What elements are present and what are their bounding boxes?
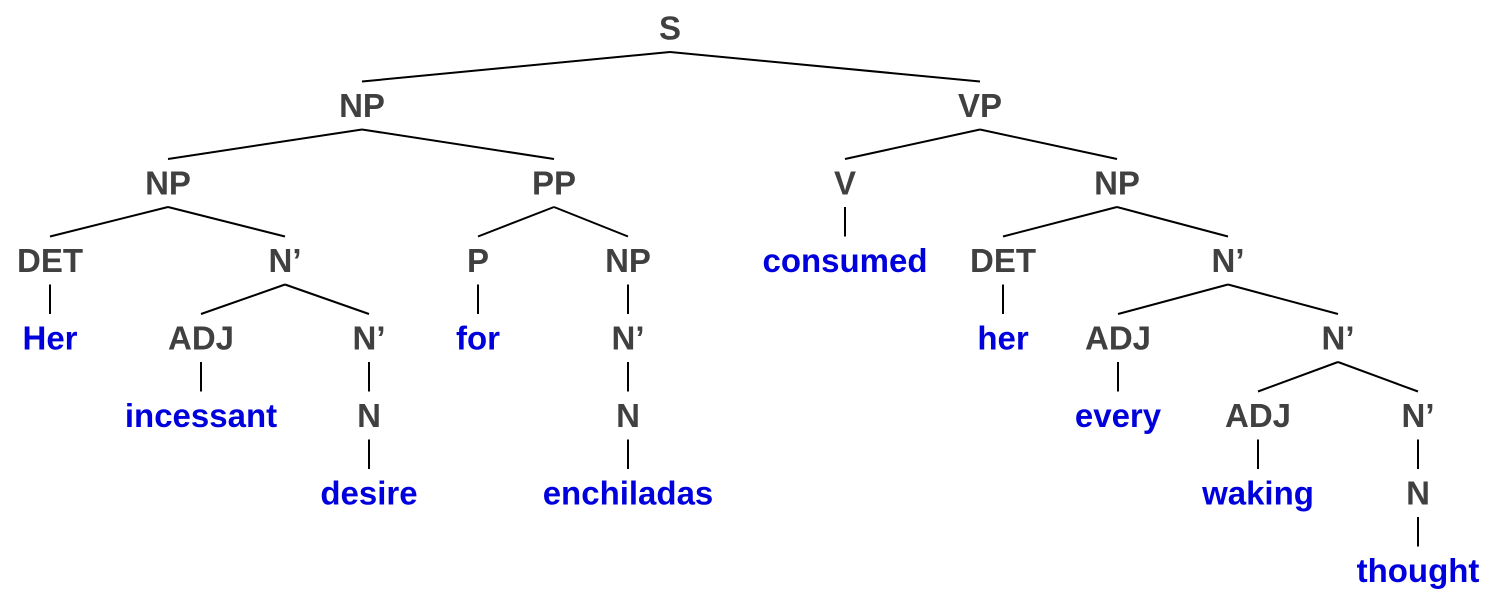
tree-edge (284, 283, 370, 315)
word-node: thought (1357, 552, 1480, 589)
category-node: N (1406, 475, 1430, 512)
word-node: desire (320, 475, 417, 512)
category-node: NP (1094, 165, 1140, 202)
category-node: N’ (612, 320, 645, 357)
tree-edge (1227, 283, 1339, 315)
tree-edge (200, 283, 286, 315)
tree-edge (669, 51, 981, 83)
category-node: N’ (269, 242, 302, 279)
tree-edge (361, 51, 671, 83)
tree-edge (49, 206, 169, 238)
category-node: PP (532, 165, 576, 202)
category-node: ADJ (168, 320, 234, 357)
word-node: waking (1201, 475, 1314, 512)
category-node: NP (605, 242, 651, 279)
word-node: enchiladas (543, 475, 714, 512)
tree-edge (167, 206, 286, 238)
category-node: ADJ (1225, 397, 1291, 434)
category-node: N’ (1212, 242, 1245, 279)
category-node: N’ (1322, 320, 1355, 357)
category-node: P (467, 242, 489, 279)
word-node: every (1075, 397, 1162, 434)
word-node: for (456, 320, 500, 357)
tree-edge (553, 206, 629, 238)
tree-edge (167, 128, 363, 160)
tree-edge (1257, 361, 1339, 393)
category-node: DET (970, 242, 1036, 279)
category-node: N’ (1402, 397, 1435, 434)
category-node: N (357, 397, 381, 434)
tree-edges (49, 51, 1419, 547)
category-node: DET (17, 242, 83, 279)
word-node: Her (22, 320, 77, 357)
category-node: V (834, 165, 856, 202)
category-node: NP (145, 165, 191, 202)
tree-edge (361, 128, 555, 160)
word-node: incessant (125, 397, 277, 434)
category-node: N (616, 397, 640, 434)
tree-edge (1337, 361, 1419, 393)
tree-edge (1116, 206, 1229, 238)
word-node: her (977, 320, 1029, 357)
tree-edge (1002, 206, 1118, 238)
category-node: ADJ (1085, 320, 1151, 357)
tree-labels: SNPNPDETHerN’ADJincessantN’NdesirePPPfor… (17, 10, 1479, 590)
category-node: VP (958, 87, 1002, 124)
tree-edge (979, 128, 1118, 160)
category-node: N’ (353, 320, 386, 357)
tree-edge (844, 128, 981, 160)
tree-edge (477, 206, 555, 238)
category-node: NP (339, 87, 385, 124)
category-node: S (659, 10, 681, 47)
tree-edge (1117, 283, 1229, 315)
word-node: consumed (762, 242, 927, 279)
